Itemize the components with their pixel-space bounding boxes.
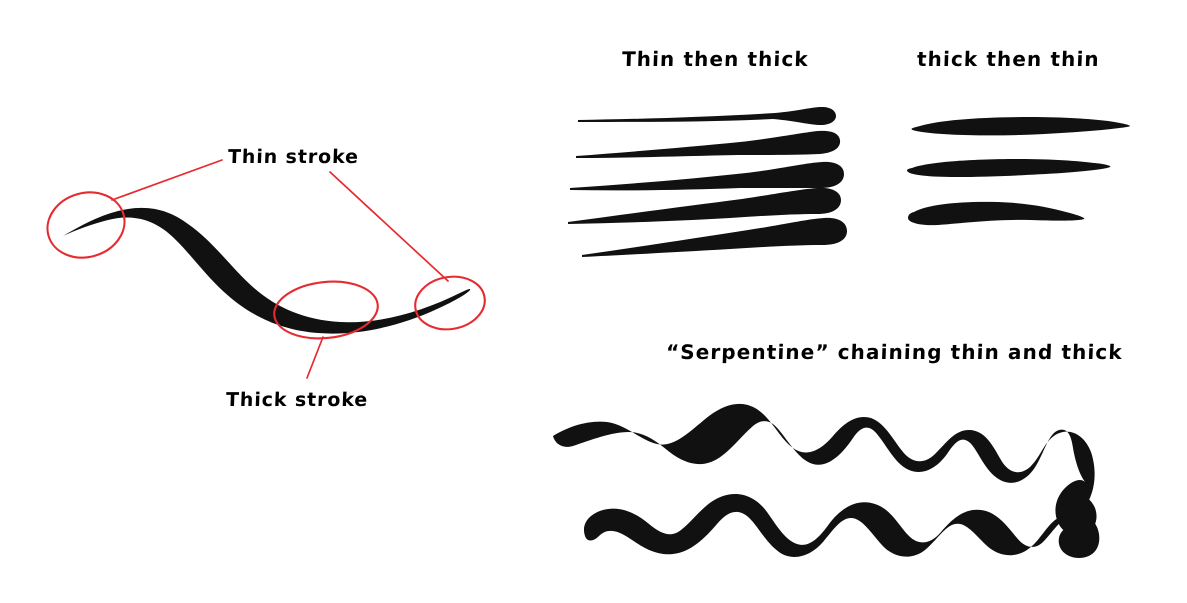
stroke-thick-thin-1 [911, 117, 1130, 136]
belly-ellipse [273, 280, 379, 340]
end-taper-ellipse [414, 275, 486, 331]
thin-stroke-leader-right [329, 171, 449, 282]
thin-stroke-label: Thin stroke [227, 146, 360, 168]
serpentine-heading: “Serpentine” chaining thin and thick [665, 340, 1124, 364]
thin-stroke-leader-left [111, 159, 223, 201]
thick-stroke-label: Thick stroke [225, 389, 369, 411]
stroke-thin-thick-1 [578, 107, 836, 125]
stroke-thick-thin-3 [908, 201, 1085, 226]
thick-then-thin-samples: thick then thin [880, 0, 1180, 260]
thin-then-thick-strokes-svg [568, 107, 847, 257]
thin-then-thick-samples: Thin then thick [560, 0, 890, 260]
serpentine-samples: “Serpentine” chaining thin and thick [545, 320, 1145, 603]
left-diagram-svg [46, 159, 486, 379]
stroke-thick-thin-2 [907, 159, 1111, 177]
stroke-thin-thick-4 [568, 187, 841, 224]
s-curve-brush-stroke [63, 207, 471, 334]
stroke-thin-thick-2 [576, 130, 841, 158]
serpentine-stroke-2 [583, 493, 1100, 558]
thick-then-thin-heading: thick then thin [916, 47, 1101, 71]
thick-then-thin-strokes-svg [907, 117, 1130, 226]
stroke-thin-thick-3 [570, 161, 844, 191]
stroke-thin-thick-5 [582, 217, 847, 257]
thick-stroke-leader [306, 336, 324, 379]
start-taper-ellipse [46, 191, 126, 259]
annotated-brush-stroke-diagram: Thin stroke Thick stroke [0, 0, 520, 603]
thin-then-thick-heading: Thin then thick [621, 47, 810, 71]
serpentine-stroke-1 [553, 403, 1097, 536]
serpentine-strokes-svg [553, 403, 1100, 558]
